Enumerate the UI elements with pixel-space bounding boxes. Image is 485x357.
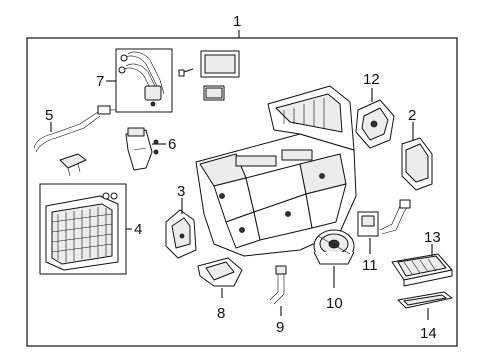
actuator-bracket-icon bbox=[165, 209, 197, 259]
temperature-sensor-icon bbox=[33, 105, 116, 177]
callout-2: 2 bbox=[408, 107, 416, 124]
filter-cover-icon bbox=[397, 291, 453, 309]
resistor-icon bbox=[357, 199, 411, 237]
callout-9: 9 bbox=[276, 319, 284, 336]
callout-11: 11 bbox=[362, 257, 378, 274]
servo-motor-icon bbox=[355, 99, 395, 149]
blower-motor-icon bbox=[313, 229, 355, 265]
callout-1: 1 bbox=[233, 13, 241, 30]
duct-panel-icon bbox=[197, 257, 243, 287]
filter-pad-icon bbox=[200, 50, 240, 101]
duct-elbow-icon bbox=[401, 137, 433, 191]
pipe-set-icon bbox=[118, 51, 165, 107]
callout-5: 5 bbox=[45, 107, 53, 124]
callout-8: 8 bbox=[217, 305, 225, 322]
cabin-air-filter-icon bbox=[391, 253, 453, 287]
callout-7: 7 bbox=[96, 73, 104, 90]
bolt-icon bbox=[178, 68, 194, 77]
hvac-housing-icon bbox=[195, 85, 357, 257]
callout-6: 6 bbox=[168, 136, 176, 153]
callout-14: 14 bbox=[420, 325, 437, 342]
callout-12: 12 bbox=[363, 71, 380, 88]
drain-hose-icon bbox=[269, 265, 287, 305]
callout-4: 4 bbox=[134, 221, 142, 238]
assembly-frame bbox=[26, 37, 458, 347]
expansion-valve-icon bbox=[125, 127, 159, 171]
evaporator-core-icon bbox=[45, 192, 119, 271]
callout-3: 3 bbox=[177, 183, 185, 200]
callout-13: 13 bbox=[424, 229, 441, 246]
callout-10: 10 bbox=[326, 295, 343, 312]
